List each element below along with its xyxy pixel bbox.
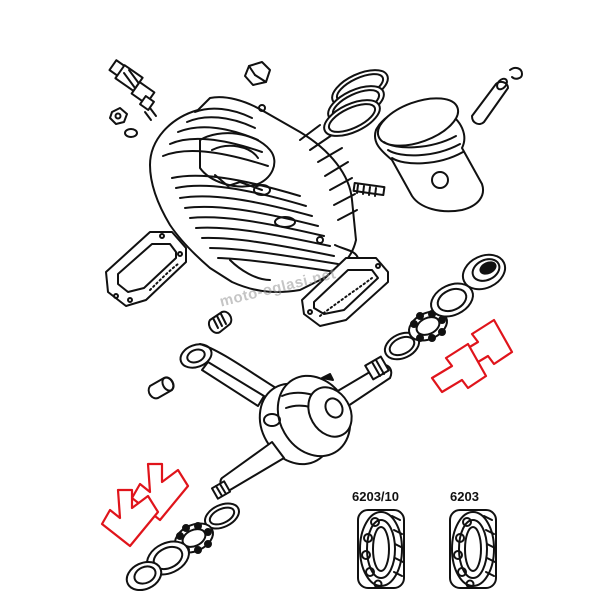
crankshaft xyxy=(210,355,393,500)
base-gasket xyxy=(301,257,389,327)
arrow-right-lower xyxy=(430,342,488,394)
cylinder-nut xyxy=(244,61,271,86)
washer-small-left xyxy=(124,128,138,138)
bearing-race-right xyxy=(430,282,474,318)
circlip-top xyxy=(509,66,523,80)
oil-seal-right xyxy=(461,253,507,291)
bearing-cage-right xyxy=(408,310,448,342)
cylinder-assembly xyxy=(149,96,360,293)
spark-plug xyxy=(108,59,157,121)
bearing-label-6203-10: 6203/10 xyxy=(352,489,399,504)
spacer-sleeve xyxy=(147,376,175,400)
shim-ring-right xyxy=(383,331,421,361)
connecting-rod xyxy=(179,343,277,407)
arrow-left-lower xyxy=(100,488,160,548)
piston-rings xyxy=(323,69,389,137)
piston-pin xyxy=(471,77,509,125)
bearing-6203-illustration xyxy=(449,509,497,589)
oil-seal-left xyxy=(125,560,163,592)
needle-bearing-small-end xyxy=(208,310,233,334)
bearing-label-6203: 6203 xyxy=(450,489,479,504)
head-gasket xyxy=(105,231,187,307)
hex-nut-small-left xyxy=(109,107,128,125)
piston xyxy=(374,97,484,213)
shim-ring-left xyxy=(204,502,240,530)
cylinder-stud xyxy=(352,181,386,197)
bearing-6203-10-illustration xyxy=(357,509,405,589)
woodruff-key xyxy=(321,373,334,381)
